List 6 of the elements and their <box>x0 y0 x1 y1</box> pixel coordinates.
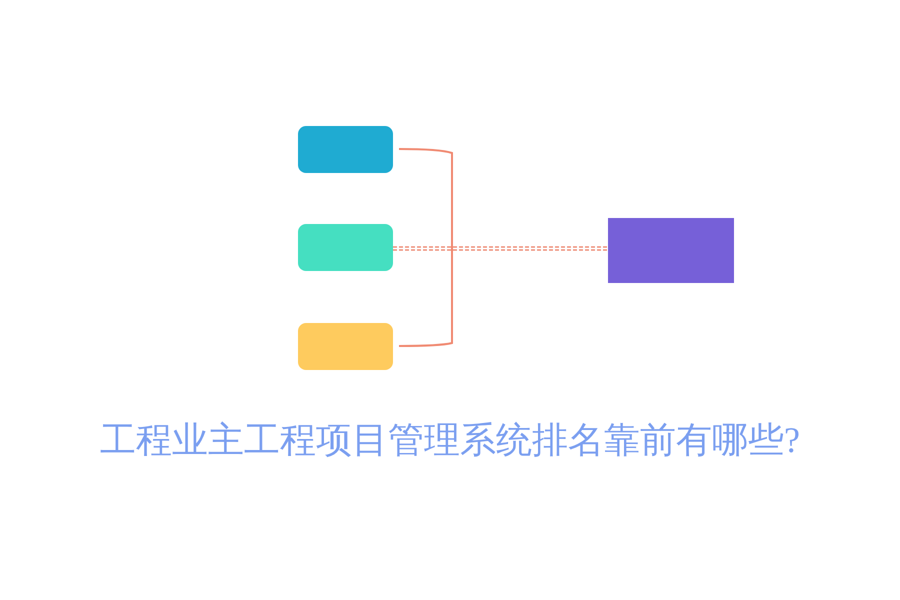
box-shape <box>298 323 393 370</box>
connector <box>392 246 608 250</box>
box-shape <box>298 224 393 271</box>
box-shape <box>608 218 734 283</box>
box-shape <box>298 126 393 173</box>
title: 工程业主工程项目管理系统排名靠前有哪些? <box>99 419 801 462</box>
